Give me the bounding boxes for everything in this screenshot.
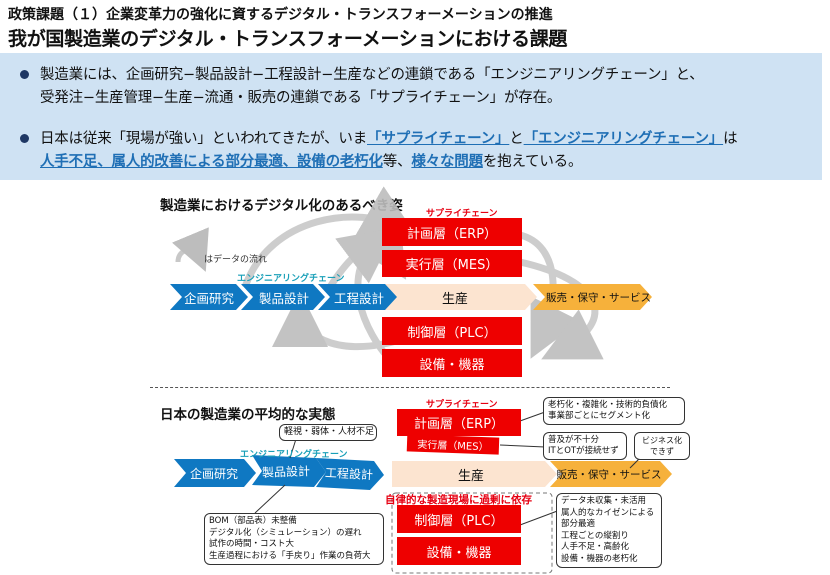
overdependence-label: 自律的な製造現場に過剰に依存 (385, 494, 532, 506)
bullet-dot (20, 70, 29, 79)
chain-step-label: 製品設計 (261, 464, 311, 480)
callout-line: 老朽化・複雑化・技術的負債化 (548, 400, 668, 410)
highlight-engineering-chain: 「エンジニアリングチェーン」 (523, 131, 724, 147)
callout-mes-issues: 普及が不十分 ITとOTが接続せず (543, 432, 627, 460)
mes-layer-box: 実行層（MES） (382, 250, 522, 277)
callout-line: 部分最適 (561, 519, 596, 529)
chain-step-label: 工程設計 (324, 465, 374, 483)
callout-engineering-issues: 軽視・弱体・人材不足 (279, 424, 377, 441)
bullet-2-text-d: 等、 (382, 154, 412, 170)
callout-line: ITとOTが接続せず (548, 446, 619, 456)
bullet-1-line-1: 製造業には、企画研究−製品設計−工程設計−生産などの連鎖である「エンジニアリング… (40, 67, 704, 83)
page-title: 我が国製造業のデジタル・トランスフォーメーションにおける課題 (8, 28, 568, 50)
callout-pointer (254, 484, 286, 514)
sales-label: 販売・保守・サービス (546, 292, 651, 304)
bullet-2-text-b: と (509, 131, 524, 147)
sales-label: 販売・保守・サービス (556, 469, 662, 481)
bullet-1-line-2: 受発注−生産管理−生産−流通・販売の連鎖である「サプライチェーン」が存在。 (40, 90, 562, 106)
callout-line: 設備・機器の老朽化 (561, 553, 638, 564)
highlight-supply-chain: 「サプライチェーン」 (367, 131, 510, 147)
ideal-section-title: 製造業におけるデジタル化のあるべき姿 (160, 198, 403, 214)
callout-pointer (519, 411, 546, 422)
chain-step-arrow (252, 455, 326, 487)
actual-supply-chain-label: サプライチェーン (426, 400, 498, 410)
bullet-2-text-c: は (723, 131, 738, 147)
callout-line: 人手不足・高齢化 (561, 542, 630, 552)
field-dashed-frame (391, 492, 553, 574)
erp-layer-box: 計画層（ERP） (382, 218, 522, 246)
chain-step-label: 企画研究 (183, 291, 234, 306)
chain-step-arrow (241, 284, 325, 310)
callout-pointer (499, 444, 546, 448)
callout-line: データ未収集・未活用 (561, 496, 647, 506)
production-band (382, 284, 537, 310)
plc-layer-box: 制御層（PLC） (382, 317, 522, 345)
header-subtitle: 政策課題（１）企業変革力の強化に資するデジタル・トランスフォーメーションの推進 (8, 7, 553, 23)
bullet-2-line-1: 日本は従来「現場が強い」といわれてきたが、いま「サプライチェーン」と「エンジニア… (40, 127, 738, 148)
callout-line: 属人的なカイゼンによる (561, 507, 655, 518)
callout-business-issues: ビジネス化 できず (634, 432, 690, 460)
chain-step-label: 製品設計 (258, 291, 309, 306)
callout-field-issues: データ未収集・未活用 属人的なカイゼンによる 部分最適 工程ごとの縦割り 人手不… (556, 493, 662, 568)
callout-pointers (254, 411, 641, 526)
actual-engineering-chain-label: エンジニアリングチェーン (240, 450, 348, 460)
section-divider (150, 387, 670, 388)
callout-line: 普及が不十分 (548, 435, 600, 445)
erp-layer-box: 計画層（ERP） (397, 409, 521, 436)
callout-line: BOM（部品表）未整備 (209, 516, 297, 526)
callout-line: 事業部ごとにセグメント化 (548, 411, 651, 421)
production-band (392, 461, 557, 487)
chain-step-arrow (174, 459, 256, 487)
summary-box: 製造業には、企画研究−製品設計−工程設計−生産などの連鎖である「エンジニアリング… (0, 53, 822, 180)
production-label: 生産 (441, 292, 468, 307)
chain-step-arrow (316, 458, 384, 490)
callout-line: 軽視・弱体・人材不足 (284, 427, 375, 437)
ideal-supply-chain-label: サプライチェーン (426, 209, 498, 219)
bullet-2-line-2: 人手不足、属人的改善による部分最適、設備の老朽化等、様々な問題を抱えている。 (40, 150, 582, 171)
chain-step-arrow (318, 284, 397, 310)
ideal-engineering-chain-label: エンジニアリングチェーン (237, 274, 345, 284)
chain-step-label: 工程設計 (333, 291, 384, 306)
bullet-2-text-a: 日本は従来「現場が強い」といわれてきたが、いま (40, 131, 368, 147)
actual-section-title: 日本の製造業の平均的な実態 (160, 407, 336, 423)
callout-pointer (519, 509, 561, 526)
callout-erp-issues: 老朽化・複雑化・技術的負債化 事業部ごとにセグメント化 (543, 397, 685, 425)
sales-arrow (550, 461, 672, 487)
callout-line: ビジネス化 (642, 436, 682, 445)
production-label: 生産 (457, 469, 484, 484)
data-flow-legend: はデータの流れ (204, 255, 268, 265)
callout-line: 試作の時間・コスト大 (209, 539, 295, 549)
legend-arrow-icon (171, 227, 209, 272)
callout-line: 生産過程における「手戻り」作業の負荷大 (209, 550, 371, 561)
equipment-layer-box: 設備・機器 (382, 349, 522, 377)
callout-bom-issues: BOM（部品表）未整備 デジタル化（シミュレーション）の遅れ 試作の時間・コスト… (204, 513, 384, 565)
mes-layer-box: 実行層（MES） (406, 434, 500, 455)
sales-arrow (533, 284, 652, 310)
callout-line: デジタル化（シミュレーション）の遅れ (209, 527, 362, 538)
bullet-dot (20, 134, 29, 143)
chain-step-arrow (170, 284, 248, 310)
callout-line: 工程ごとの縦割り (561, 530, 629, 541)
callout-pointer (289, 438, 297, 459)
equipment-layer-box: 設備・機器 (397, 537, 521, 565)
highlight-various-problems: 様々な問題 (411, 154, 483, 170)
bullet-2-text-e: を抱えている。 (482, 154, 583, 170)
plc-layer-box: 制御層（PLC） (397, 505, 521, 533)
callout-line: できず (650, 447, 674, 456)
highlight-problems: 人手不足、属人的改善による部分最適、設備の老朽化 (40, 154, 383, 170)
chain-step-label: 企画研究 (189, 467, 238, 481)
